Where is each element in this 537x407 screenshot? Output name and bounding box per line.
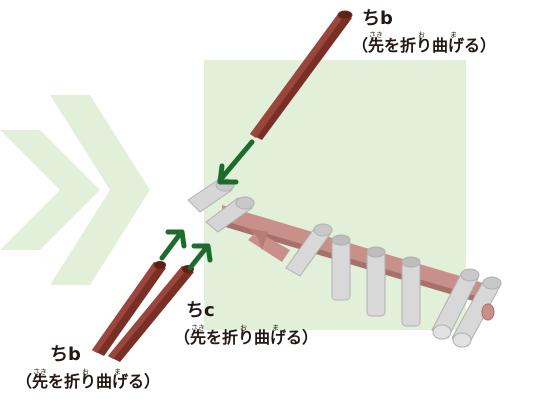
chevron-left bbox=[0, 130, 100, 250]
ruby-saki: さき bbox=[33, 368, 47, 376]
label-sub: （先を折り曲げる） bbox=[174, 328, 319, 347]
arrow-left-lower bbox=[159, 229, 187, 261]
ruby-o: お bbox=[82, 368, 89, 376]
rod-chi-b-bottom bbox=[92, 261, 166, 356]
label-chi-b-bottom: ちb （先を折り曲げる） さき お ま bbox=[16, 346, 160, 390]
frame-bars bbox=[222, 205, 490, 306]
ruby-o: お bbox=[240, 324, 247, 332]
arrow-right-lower bbox=[187, 243, 213, 271]
label-main: ちc bbox=[186, 300, 215, 321]
label-chi-c: ちc （先を折り曲げる） さき お ま bbox=[174, 302, 318, 346]
label-main: ちb bbox=[362, 8, 393, 29]
insert-arrows bbox=[159, 139, 255, 271]
label-chi-b-top: ちb （先を折り曲げる） さき お ま bbox=[352, 10, 496, 54]
ruby-saki: さき bbox=[191, 324, 205, 332]
frame-end-cap bbox=[481, 303, 495, 321]
ruby-ma: ま bbox=[450, 31, 457, 39]
arrow-top bbox=[217, 139, 255, 185]
ruby-saki: さき bbox=[369, 31, 383, 39]
label-main: ちb bbox=[50, 344, 81, 365]
ruby-ma: ま bbox=[272, 324, 279, 332]
rod-chi-b-top bbox=[250, 10, 353, 140]
label-sub: （先を折り曲げる） bbox=[16, 372, 161, 391]
label-sub: （先を折り曲げる） bbox=[352, 36, 497, 55]
chevron-right bbox=[50, 95, 150, 285]
ruby-ma: ま bbox=[114, 368, 121, 376]
ruby-o: お bbox=[418, 31, 425, 39]
